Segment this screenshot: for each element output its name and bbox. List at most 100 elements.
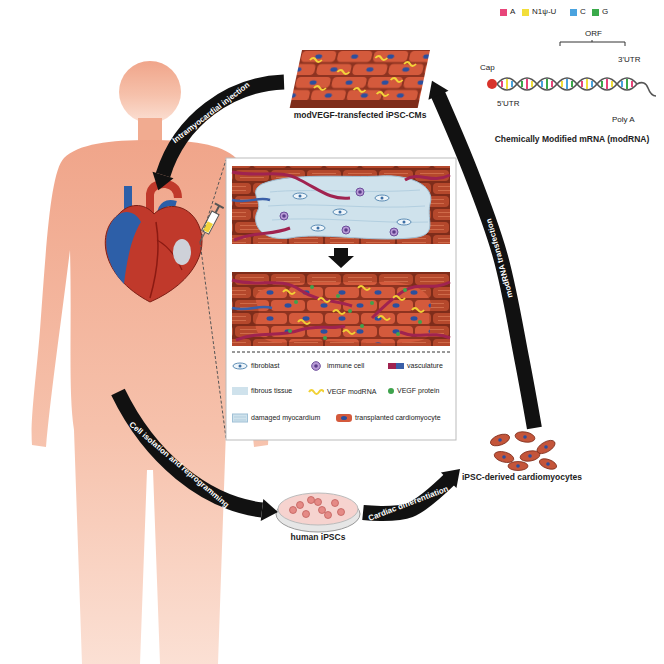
legend-icon (308, 387, 324, 397)
cycle-arrow (118, 392, 262, 510)
illustration-detail (581, 81, 583, 87)
illustration-detail (601, 81, 603, 87)
icon-part (341, 416, 347, 420)
illustration-detail (338, 509, 345, 516)
legend-swatch (232, 387, 248, 395)
plunger-head (215, 203, 224, 208)
illustration-detail (234, 228, 290, 240)
illustration-detail (283, 290, 295, 294)
illustration-detail (546, 462, 550, 466)
legend-text: VEGF protein (397, 387, 439, 395)
legend-item: C (570, 8, 586, 17)
icon-part (312, 362, 321, 371)
dish-medium (278, 493, 358, 525)
illustration-detail (358, 190, 362, 194)
illustration-detail (531, 81, 533, 87)
part-label: Cap (480, 64, 495, 73)
illustration-detail (348, 309, 352, 313)
illustration-detail (516, 464, 520, 468)
cycle-arrow (163, 82, 284, 175)
modrna-squiggles (302, 56, 418, 96)
legend-divider (232, 352, 450, 353)
illustration-detail (333, 209, 347, 215)
illustration-detail (360, 324, 364, 328)
illustration-detail (309, 58, 322, 62)
illustration-detail (298, 320, 310, 324)
illustration-detail (308, 497, 315, 504)
node-caption: human iPSCs (275, 532, 361, 543)
illustration-detail (236, 326, 345, 340)
illustration-detail (412, 308, 424, 312)
part-label: 5'UTR (497, 100, 519, 109)
part-label: Poly A (612, 116, 635, 125)
illustration-detail (370, 301, 374, 305)
illustration-detail (591, 81, 593, 87)
illustration-detail (546, 79, 548, 89)
node-caption: iPSC-derived cardiomyocytes (462, 472, 582, 483)
illustration-detail (353, 88, 366, 92)
illustration-detail (280, 212, 288, 220)
illustration-detail (489, 432, 511, 448)
illustration-detail (392, 230, 396, 234)
illustration-detail (519, 449, 540, 462)
illustration-detail (299, 195, 302, 198)
legend-swatch (570, 9, 577, 16)
legend-swatch (500, 9, 507, 16)
icon-part (336, 414, 352, 422)
illustration-detail (232, 199, 270, 201)
illustration-detail (376, 92, 389, 96)
damaged-tissue (232, 166, 450, 244)
mrna-illustration (487, 40, 656, 96)
illustration-detail (342, 226, 350, 234)
legend-text: N1ψ-U (532, 8, 556, 17)
illustration-detail (375, 56, 388, 60)
illustration-detail (317, 227, 320, 230)
fibers (268, 190, 428, 222)
illustration-space (487, 428, 557, 472)
myocardium (232, 272, 450, 346)
illustration-detail (290, 507, 297, 514)
illustration-detail (297, 502, 304, 509)
legend-swatch (388, 388, 394, 394)
part-label: ORF (585, 30, 602, 39)
node-caption: modVEGF-transfected iPSC-CMs (290, 110, 430, 121)
legend-icon (232, 361, 248, 371)
sheet-top (291, 50, 430, 100)
icon-part (234, 417, 246, 420)
illustration-detail (502, 455, 506, 459)
illustration-detail (508, 462, 528, 471)
illustration-detail (514, 430, 535, 443)
illustration-detail (418, 320, 422, 324)
legend-text: fibroblast (251, 362, 279, 370)
illustration-detail (626, 79, 628, 89)
legend-icon (308, 361, 324, 371)
legend-item: vasculature (388, 361, 443, 371)
legend-text: G (602, 8, 608, 17)
arrow-label: Intramyocardial injection (171, 81, 251, 145)
illustration-detail (586, 79, 588, 89)
illustration-detail (344, 228, 348, 232)
cardiomyocyte-nuclei (498, 435, 550, 468)
legend-item: transplanted cardiomyocyte (336, 413, 441, 423)
illustration-detail (313, 86, 326, 90)
legend-swatch (592, 9, 599, 16)
illustration-detail (372, 282, 450, 318)
illustration-space (275, 488, 361, 532)
right-atrium (106, 212, 141, 284)
legend-text: vasculature (407, 362, 443, 370)
illustration-detail (551, 81, 553, 87)
illustration-detail (541, 81, 543, 87)
orf-bracket (560, 40, 625, 46)
illustration-detail (356, 188, 364, 196)
illustration-detail (332, 500, 339, 507)
heart-illustration (105, 184, 202, 302)
damaged-area (173, 239, 191, 265)
cell-sheet-node: modVEGF-transfected iPSC-CMs (288, 48, 432, 121)
illustration-detail (358, 286, 370, 290)
illustration-detail (318, 298, 330, 302)
legend-text: A (510, 8, 515, 17)
arrow-head (428, 81, 448, 100)
vegf-modrna (283, 286, 424, 334)
part-label: 3'UTR (618, 56, 640, 65)
